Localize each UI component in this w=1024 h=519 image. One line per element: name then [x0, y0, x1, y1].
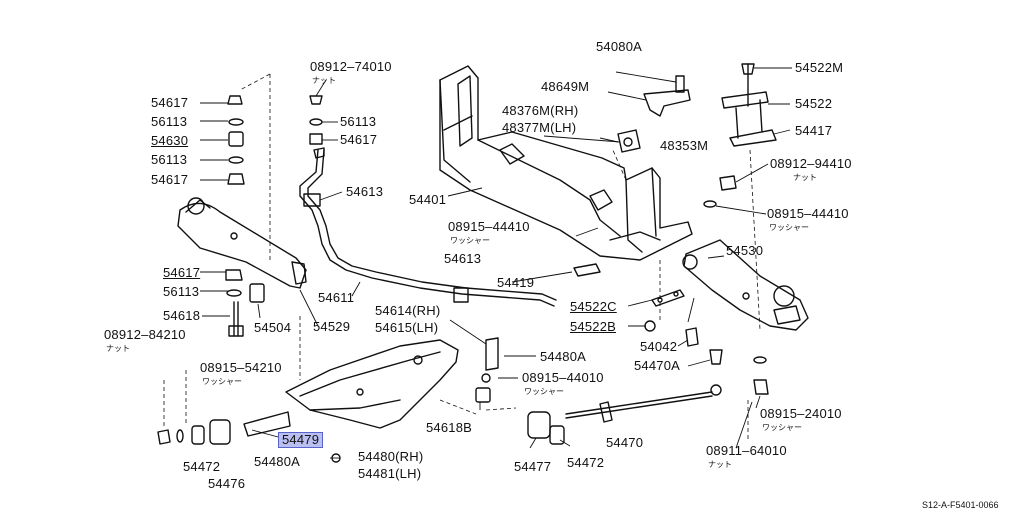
label-54522B: 54522B	[570, 319, 617, 334]
diagram-code: S12-A-F5401-0066	[922, 500, 999, 510]
label-54479-highlighted[interactable]: 54479	[278, 432, 324, 448]
label-54529: 54529	[313, 319, 351, 334]
reference-lines	[163, 73, 761, 440]
note-nut-c: ナット	[793, 173, 817, 182]
note-washer-b: ワッシャー	[202, 377, 242, 386]
label-54401: 54401	[409, 192, 447, 207]
hardware-right	[573, 175, 769, 395]
note-washer-e: ワッシャー	[762, 423, 802, 432]
label-54480A-a: 54480A	[540, 349, 587, 364]
bracket-54522C	[651, 289, 685, 307]
label-54614-rh: 54614(RH)	[375, 303, 441, 318]
note-nut-a: ナット	[312, 76, 336, 85]
label-54080A: 54080A	[596, 39, 643, 54]
label-54617-b: 54617	[151, 172, 189, 187]
lower-arm-54480	[285, 339, 459, 429]
label-08915-44410-a: 08915–44410	[448, 219, 530, 234]
label-54476: 54476	[208, 476, 246, 491]
label-48649M: 48649M	[541, 79, 590, 94]
strut-rod-54470	[565, 384, 722, 423]
label-54470A: 54470A	[634, 358, 681, 373]
note-washer-c: ワッシャー	[524, 387, 564, 396]
label-56113-d: 56113	[163, 284, 200, 299]
label-56113-a: 56113	[151, 114, 188, 129]
label-54615-lh: 54615(LH)	[375, 320, 439, 335]
label-54477: 54477	[514, 459, 552, 474]
label-54618B: 54618B	[426, 420, 473, 435]
upper-arm-left	[177, 197, 307, 289]
label-08915-24010: 08915–24010	[760, 406, 842, 421]
label-54613-a: 54613	[346, 184, 384, 199]
label-54522M: 54522M	[795, 60, 844, 75]
bushings-bottom	[157, 337, 565, 463]
label-54618: 54618	[163, 308, 201, 323]
label-08915-44010: 08915–44010	[522, 370, 604, 385]
crossmember-54401	[439, 65, 693, 261]
label-08915-54210: 08915–54210	[200, 360, 282, 375]
label-08915-44410-b: 08915–44410	[767, 206, 849, 221]
label-54617-c: 54617	[340, 132, 378, 147]
label-54522: 54522	[795, 96, 833, 111]
label-54472-a: 54472	[183, 459, 221, 474]
label-08912-94410: 08912–94410	[770, 156, 852, 171]
note-washer-d: ワッシャー	[769, 223, 809, 232]
label-54417: 54417	[795, 123, 833, 138]
label-54481-lh: 54481(LH)	[358, 466, 422, 481]
label-54042: 54042	[640, 339, 678, 354]
label-54504: 54504	[254, 320, 292, 335]
label-48377M-lh: 48377M(LH)	[502, 120, 577, 135]
label-08912-84210: 08912–84210	[104, 327, 186, 342]
label-08911-64010: 08911–64010	[706, 443, 787, 458]
label-54617-a: 54617	[151, 95, 189, 110]
label-54472-b: 54472	[567, 455, 605, 470]
lower-arm-54530	[682, 239, 809, 331]
label-48376M-rh: 48376M(RH)	[502, 103, 579, 118]
label-56113-c: 56113	[340, 114, 377, 129]
label-54419: 54419	[497, 275, 535, 290]
bracket-48649M	[617, 75, 691, 153]
note-nut-b: ナット	[106, 344, 130, 353]
label-56113-b: 56113	[151, 152, 188, 167]
label-54613-b: 54613	[444, 251, 482, 266]
label-48353M: 48353M	[660, 138, 709, 153]
label-54630: 54630	[151, 133, 189, 148]
leader-lines	[200, 67, 792, 459]
label-54611: 54611	[318, 290, 355, 305]
label-54480A-b: 54480A	[254, 454, 301, 469]
parts-stack-left	[225, 95, 325, 337]
note-washer-a: ワッシャー	[450, 236, 490, 245]
note-nut-d: ナット	[708, 460, 732, 469]
label-08912-74010: 08912–74010	[310, 59, 392, 74]
label-54530: 54530	[726, 243, 764, 258]
bracket-54417	[721, 63, 777, 147]
label-54522C: 54522C	[570, 299, 617, 314]
label-54617-d: 54617	[163, 265, 201, 280]
label-54470: 54470	[606, 435, 644, 450]
label-54480-rh: 54480(RH)	[358, 449, 424, 464]
